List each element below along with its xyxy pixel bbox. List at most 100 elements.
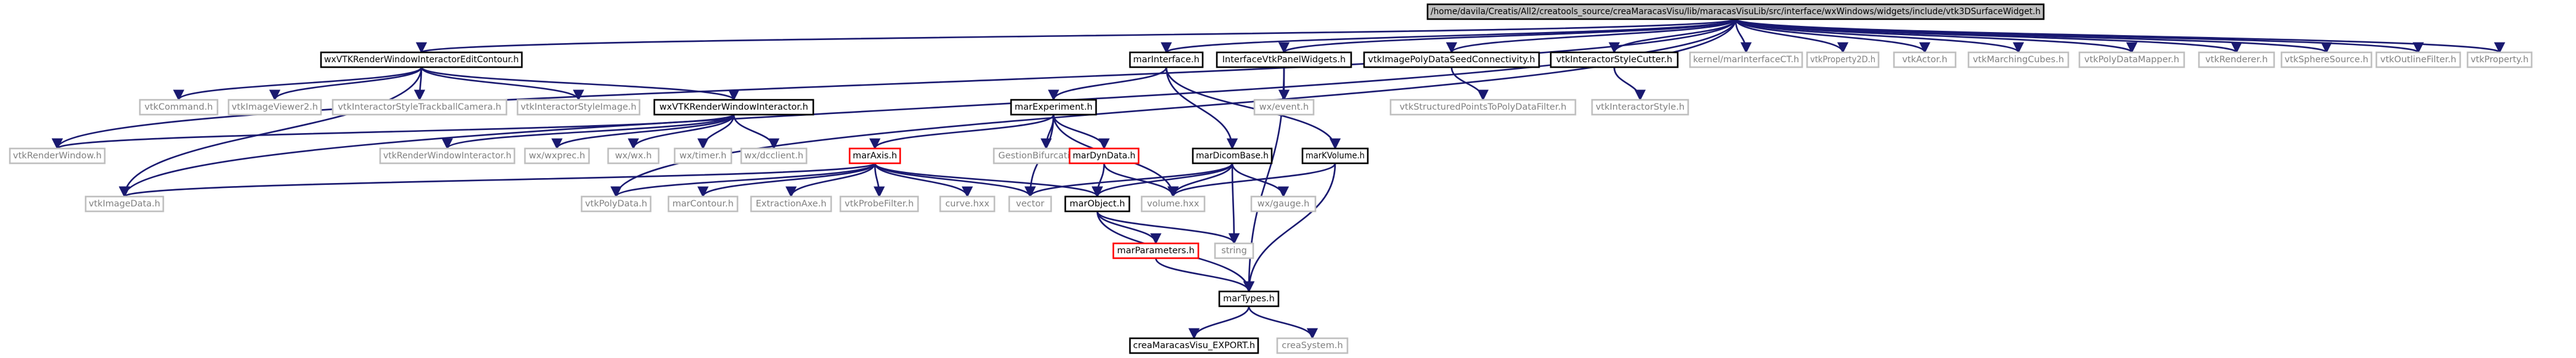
node-box[interactable]: [1426, 3, 2045, 20]
edge-maraxis-to-curvehxx: [874, 163, 973, 198]
node-kernelmarinterfacect[interactable]: kernel/marInterfaceCT.h: [1689, 51, 1803, 68]
node-wxtimer[interactable]: wx/timer.h: [673, 147, 733, 165]
node-mardyndata[interactable]: marDynData.h: [1068, 147, 1140, 165]
node-vtkpolydata[interactable]: vtkPolyData.h: [580, 195, 652, 213]
node-box[interactable]: [1214, 242, 1254, 259]
node-maraxis[interactable]: marAxis.h: [848, 147, 901, 165]
node-box[interactable]: [848, 147, 901, 165]
node-box[interactable]: [1689, 51, 1803, 68]
node-volumehxx[interactable]: volume.hxx: [1140, 195, 1206, 213]
node-box[interactable]: [379, 147, 516, 165]
node-box[interactable]: [320, 51, 523, 68]
node-vtkinteractorstylecutter[interactable]: vtkInteractorStyleCutter.h: [1550, 51, 1679, 68]
node-box[interactable]: [1140, 195, 1206, 213]
node-curvehxx[interactable]: curve.hxx: [939, 195, 996, 213]
node-creamaracasvisuexport[interactable]: creaMaracasVisu_EXPORT.h: [1129, 337, 1259, 354]
node-box[interactable]: [1218, 290, 1280, 307]
node-marcontour[interactable]: marContour.h: [667, 195, 739, 213]
node-wxdcclient[interactable]: wx/dcclient.h: [740, 147, 808, 165]
node-box[interactable]: [939, 195, 996, 213]
node-box[interactable]: [839, 195, 919, 213]
node-box[interactable]: [1301, 147, 1369, 165]
node-box[interactable]: [84, 195, 165, 213]
node-box[interactable]: [9, 147, 106, 165]
node-box[interactable]: [2466, 51, 2533, 68]
node-vtkrenderwindow[interactable]: vtkRenderWindow.h: [9, 147, 106, 165]
node-wxvtkeditcontour[interactable]: wxVTKRenderWindowInteractorEditContour.h: [320, 51, 523, 68]
node-box[interactable]: [1068, 147, 1140, 165]
node-marinterface[interactable]: marInterface.h: [1129, 51, 1204, 68]
node-vtkproperty[interactable]: vtkProperty.h: [2466, 51, 2533, 68]
node-box[interactable]: [1192, 147, 1273, 165]
node-wxwx[interactable]: wx/wx.h: [607, 147, 660, 165]
node-box[interactable]: [1389, 99, 1577, 116]
node-vtkoutlinefilter[interactable]: vtkOutlineFilter.h: [2375, 51, 2461, 68]
node-box[interactable]: [2198, 51, 2275, 68]
node-box[interactable]: [1008, 195, 1052, 213]
node-box[interactable]: [673, 147, 733, 165]
node-vtkinteractorstyle[interactable]: vtkInteractorStyle.h: [1591, 99, 1689, 116]
node-vtkspheresource[interactable]: vtkSphereSource.h: [2280, 51, 2373, 68]
node-vtkprobefilter[interactable]: vtkProbeFilter.h: [839, 195, 919, 213]
node-box[interactable]: [1064, 195, 1131, 213]
node-box[interactable]: [1591, 99, 1689, 116]
node-vtkinteractorstyleimage[interactable]: vtkInteractorStyleImage.h: [516, 99, 641, 116]
node-vtkcommand[interactable]: vtkCommand.h: [139, 99, 219, 116]
node-wxgauge[interactable]: wx/gauge.h: [1250, 195, 1317, 213]
node-vtkinteractorstyletrackballcamera[interactable]: vtkInteractorStyleTrackballCamera.h: [331, 99, 508, 116]
node-marexperiment[interactable]: marExperiment.h: [1010, 99, 1097, 116]
node-wxwxprec[interactable]: wx/wxprec.h: [524, 147, 590, 165]
node-martypes[interactable]: marTypes.h: [1218, 290, 1280, 307]
node-box[interactable]: [580, 195, 652, 213]
node-creasystem[interactable]: creaSystem.h: [1276, 337, 1349, 354]
node-box[interactable]: [1276, 337, 1349, 354]
node-vtkpolydatamapper[interactable]: vtkPolyDataMapper.h: [2078, 51, 2185, 68]
node-vtkmarchingcubes[interactable]: vtkMarchingCubes.h: [1967, 51, 2070, 68]
node-extractionaxe[interactable]: ExtractionAxe.h: [750, 195, 832, 213]
node-layer: /home/davila/Creatis/All2/creatools_sour…: [9, 3, 2533, 354]
node-box[interactable]: [524, 147, 590, 165]
node-box[interactable]: [1216, 51, 1352, 68]
node-vector[interactable]: vector: [1008, 195, 1052, 213]
node-interfacevtkpanelwidgets[interactable]: InterfaceVtkPanelWidgets.h: [1216, 51, 1352, 68]
node-box[interactable]: [1253, 99, 1315, 116]
node-box[interactable]: [1363, 51, 1540, 68]
node-marobject[interactable]: marObject.h: [1064, 195, 1131, 213]
node-box[interactable]: [331, 99, 508, 116]
node-vtkimagepolydataseedconnectivity[interactable]: vtkImagePolyDataSeedConnectivity.h: [1363, 51, 1540, 68]
node-vtkrenderer[interactable]: vtkRenderer.h: [2198, 51, 2275, 68]
node-box[interactable]: [607, 147, 660, 165]
node-box[interactable]: [1010, 99, 1097, 116]
node-root[interactable]: /home/davila/Creatis/All2/creatools_sour…: [1426, 3, 2045, 20]
node-box[interactable]: [1112, 242, 1200, 259]
node-box[interactable]: [1129, 51, 1204, 68]
node-box[interactable]: [667, 195, 739, 213]
node-marparameters[interactable]: marParameters.h: [1112, 242, 1200, 259]
node-box[interactable]: [1129, 337, 1259, 354]
node-vtkstructuredpointstopolydatafilter[interactable]: vtkStructuredPointsToPolyDataFilter.h: [1389, 99, 1577, 116]
node-vtkactor[interactable]: vtkActor.h: [1893, 51, 1957, 68]
node-vtkimageviewer2[interactable]: vtkImageViewer2.h: [227, 99, 322, 116]
node-vtkrenderwindowinteractor[interactable]: vtkRenderWindowInteractor.h: [379, 147, 516, 165]
node-box[interactable]: [2280, 51, 2373, 68]
node-vtkproperty2d[interactable]: vtkProperty2D.h: [1806, 51, 1880, 68]
node-string[interactable]: string: [1214, 242, 1254, 259]
node-box[interactable]: [750, 195, 832, 213]
node-box[interactable]: [740, 147, 808, 165]
node-box[interactable]: [139, 99, 219, 116]
node-box[interactable]: [1893, 51, 1957, 68]
node-box[interactable]: [1550, 51, 1679, 68]
node-box[interactable]: [1250, 195, 1317, 213]
node-wxevent[interactable]: wx/event.h: [1253, 99, 1315, 116]
node-box[interactable]: [653, 99, 815, 116]
node-box[interactable]: [227, 99, 322, 116]
node-box[interactable]: [1806, 51, 1880, 68]
node-markvolume[interactable]: marKVolume.h: [1301, 147, 1369, 165]
node-box[interactable]: [2375, 51, 2461, 68]
node-box[interactable]: [1967, 51, 2070, 68]
node-mardicombase[interactable]: marDicomBase.h: [1192, 147, 1273, 165]
node-wxvtkrwi[interactable]: wxVTKRenderWindowInteractor.h: [653, 99, 815, 116]
node-vtkimagedata[interactable]: vtkImageData.h: [84, 195, 165, 213]
node-box[interactable]: [2078, 51, 2185, 68]
node-box[interactable]: [516, 99, 641, 116]
